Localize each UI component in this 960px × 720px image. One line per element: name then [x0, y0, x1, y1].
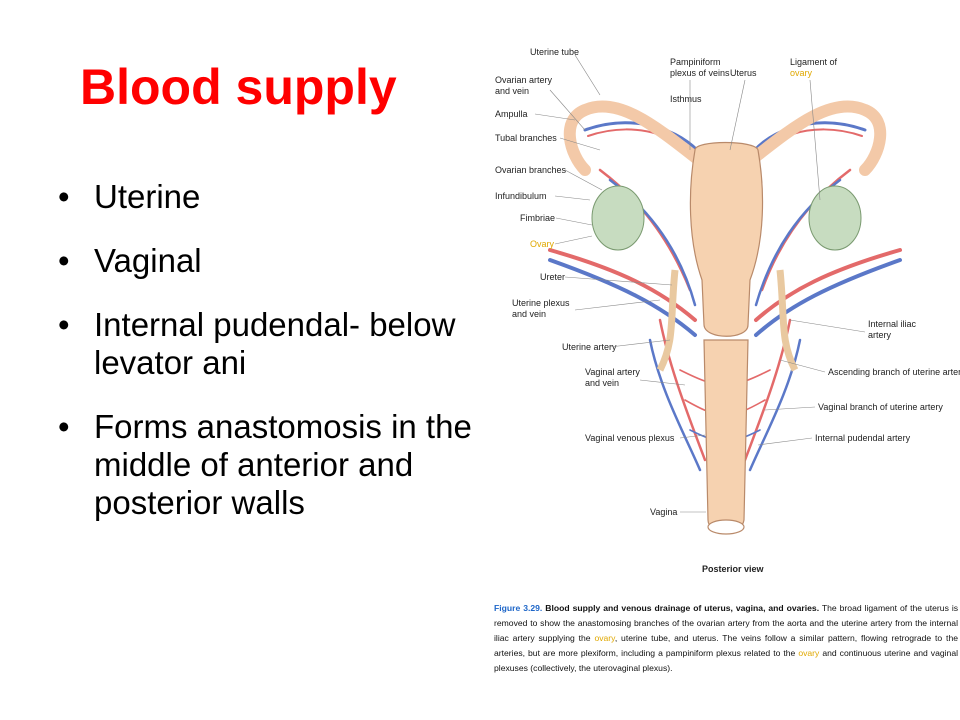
label-ligament-ovary: ovary [790, 68, 813, 78]
caption-title: Blood supply and venous drainage of uter… [545, 603, 820, 613]
caption-figure-number: Figure 3.29. [494, 603, 543, 613]
bullet-text: Uterine [94, 178, 201, 215]
label-ovarian-branches: Ovarian branches [495, 165, 567, 175]
label-vaginal-venous-plexus: Vaginal venous plexus [585, 433, 675, 443]
caption-text: and continuous uterine and vaginal plexu… [494, 648, 959, 673]
bullet-item: • Vaginal [56, 242, 476, 280]
label-pampiniform: Pampiniform [670, 57, 721, 67]
bullet-dot-icon: • [58, 242, 70, 279]
label-uterine-tube: Uterine tube [530, 47, 579, 57]
figure-caption: Figure 3.29. Blood supply and venous dra… [494, 601, 958, 676]
anatomy-diagram: Uterine tube Pampiniform plexus of veins… [495, 47, 960, 574]
label-infundibulum: Infundibulum [495, 191, 547, 201]
right-uterine-tube [739, 100, 887, 176]
label-internal-iliac: Internal iliac [868, 319, 917, 329]
label-ovarian-vein: and vein [495, 86, 529, 96]
bullet-item: • Uterine [56, 178, 476, 216]
label-uterus: Uterus [730, 68, 757, 78]
slide-title: Blood supply [80, 59, 397, 115]
label-vaginal-artery: Vaginal artery [585, 367, 640, 377]
label-tubal-branches: Tubal branches [495, 133, 557, 143]
left-ureter [656, 269, 679, 372]
label-vaginal-branch: Vaginal branch of uterine artery [818, 402, 943, 412]
label-posterior-view: Posterior view [702, 564, 765, 574]
caption-ovary: ovary [594, 633, 615, 643]
label-isthmus: Isthmus [670, 94, 702, 104]
label-ligament: Ligament of [790, 57, 838, 67]
uterus-body [689, 141, 764, 337]
bullet-item: • Forms anastomosis in the middle of ante… [56, 408, 476, 522]
label-internal-pudendal: Internal pudendal artery [815, 433, 911, 443]
label-vaginal-vein: and vein [585, 378, 619, 388]
label-fimbriae: Fimbriae [520, 213, 555, 223]
figure-labels: Uterine tube Pampiniform plexus of veins… [495, 47, 960, 574]
label-ovarian-artery: Ovarian artery [495, 75, 553, 85]
caption-text: The broad ligament of the uterus is remo… [494, 603, 959, 643]
label-uterine-artery: Uterine artery [562, 342, 617, 352]
bullet-dot-icon: • [58, 408, 70, 445]
bullet-list: • Uterine • Vaginal • Internal pudendal- be… [56, 178, 476, 548]
label-ureter: Ureter [540, 272, 565, 282]
right-ovary [808, 185, 862, 251]
label-uterine-plexus-vein: and vein [512, 309, 546, 319]
bullet-text: Forms anastomosis in the middle of anter… [94, 408, 472, 521]
right-ureter [776, 269, 799, 372]
leader-lines [534, 54, 866, 513]
label-internal-iliac-2: artery [868, 330, 892, 340]
vagina-opening [707, 519, 745, 535]
label-ampulla: Ampulla [495, 109, 528, 119]
left-ovary [591, 185, 645, 251]
label-pampiniform-2: plexus of veins [670, 68, 730, 78]
bullet-dot-icon: • [58, 178, 70, 215]
caption-text: , uterine tube, and uterus. The veins fo… [494, 633, 959, 658]
label-ascending-branch: Ascending branch of uterine artery [828, 367, 960, 377]
label-uterine-plexus: Uterine plexus [512, 298, 570, 308]
label-ovary: Ovary [530, 239, 555, 249]
bullet-text: Vaginal [94, 242, 202, 279]
anatomy-figure: Uterine tube Pampiniform plexus of veins… [490, 40, 960, 600]
label-vagina: Vagina [650, 507, 677, 517]
bullet-text: Internal pudendal- below levator ani [94, 306, 456, 381]
vagina-tube [703, 339, 749, 532]
caption-ovary: ovary [798, 648, 820, 658]
bullet-dot-icon: • [58, 306, 70, 343]
bullet-item: • Internal pudendal- below levator ani [56, 306, 476, 382]
left-uterine-tube [563, 100, 711, 176]
